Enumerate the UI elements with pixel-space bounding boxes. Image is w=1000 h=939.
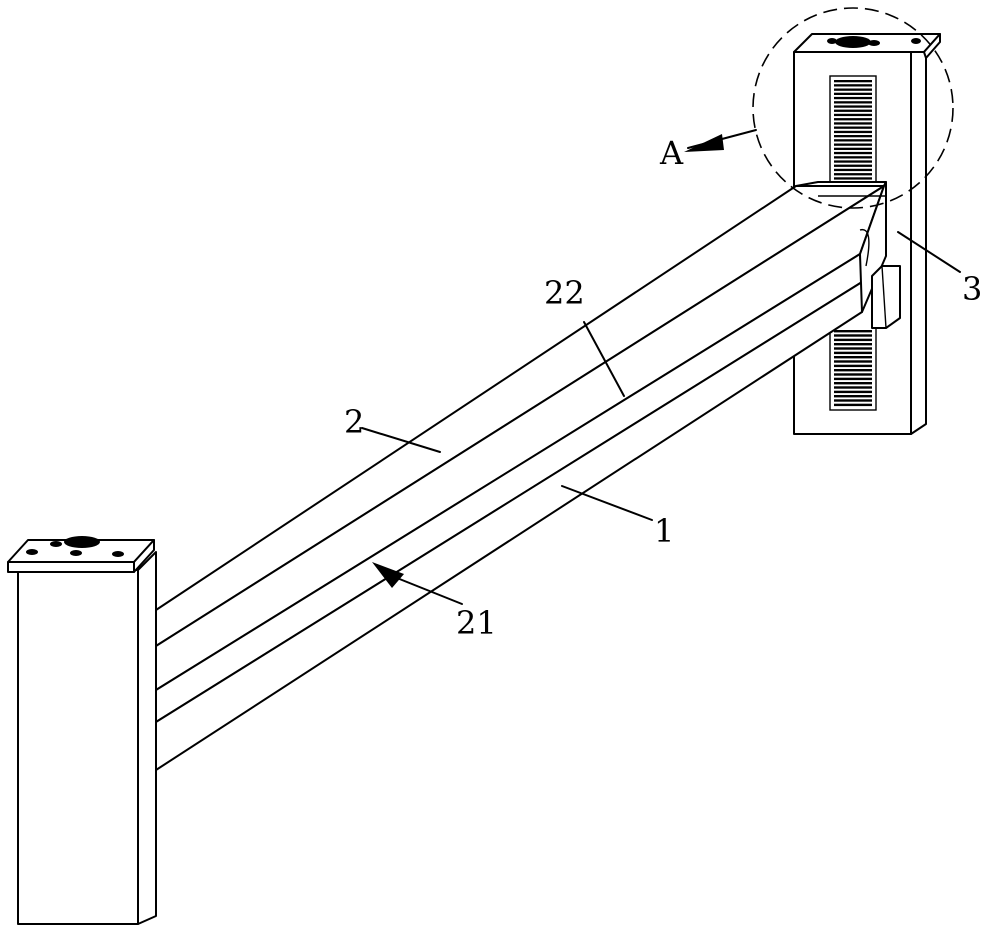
right-plate-bolts — [827, 36, 921, 48]
rack-tooth — [834, 343, 872, 346]
rack-tooth — [834, 122, 872, 125]
left-plate-bolts — [26, 536, 124, 557]
label-part-3: 3 — [962, 270, 982, 308]
rack-tooth — [834, 143, 872, 146]
slot-21 — [155, 253, 863, 723]
detail-a-circle — [752, 7, 954, 209]
rack-tooth — [834, 351, 872, 355]
rack-tooth — [834, 377, 872, 381]
rack-tooth — [834, 360, 872, 363]
rack-tooth — [834, 160, 872, 163]
rack-tooth — [834, 395, 872, 398]
rack-tooth — [834, 130, 872, 134]
rack-tooth — [834, 356, 872, 359]
label-part-21: 21 — [456, 604, 497, 642]
rack-tooth — [834, 135, 872, 138]
rack-tooth — [834, 92, 872, 95]
rack-tooth — [834, 151, 872, 155]
rack-tooth — [834, 334, 872, 337]
slide-block-3 — [871, 265, 901, 329]
rack-tooth — [834, 369, 872, 372]
rack-tooth — [834, 364, 872, 368]
rack-tooth — [834, 390, 872, 394]
rack-tooth — [834, 177, 872, 180]
rack-tooth — [834, 96, 872, 100]
lower-rack-teeth — [834, 330, 872, 407]
rack-tooth — [834, 147, 872, 150]
rack-tooth — [834, 338, 872, 342]
beam-side-face — [155, 281, 863, 771]
beam-member-1 — [155, 181, 887, 771]
rack-tooth — [834, 173, 872, 176]
rack-tooth — [834, 156, 872, 159]
arrow-a-head — [684, 134, 724, 152]
rack-tooth — [834, 126, 872, 129]
rack-tooth — [834, 139, 872, 142]
label-part-1: 1 — [654, 512, 674, 550]
rack-tooth — [834, 386, 872, 389]
arrow-21-head — [372, 562, 404, 588]
label-detail-a: A — [659, 134, 684, 172]
rack-tooth — [834, 347, 872, 350]
rack-tooth — [834, 88, 872, 91]
rack-tooth — [834, 403, 872, 407]
groove-face-22 — [155, 185, 885, 691]
rack-tooth — [834, 84, 872, 87]
rack-tooth — [834, 373, 872, 376]
rack-tooth — [834, 382, 872, 385]
left-post — [7, 536, 157, 925]
rack-tooth — [834, 109, 872, 112]
rack-tooth — [834, 105, 872, 108]
rack-tooth — [834, 80, 872, 83]
rack-tooth — [834, 399, 872, 402]
rack-tooth — [834, 168, 872, 172]
beam-end-cap — [795, 181, 887, 187]
rack-tooth — [834, 101, 872, 104]
label-part-22: 22 — [544, 274, 585, 312]
rack-tooth — [834, 118, 872, 121]
label-part-2: 2 — [344, 403, 364, 441]
rack-tooth — [834, 113, 872, 117]
rack-tooth — [834, 164, 872, 167]
rack-tooth — [834, 330, 872, 333]
